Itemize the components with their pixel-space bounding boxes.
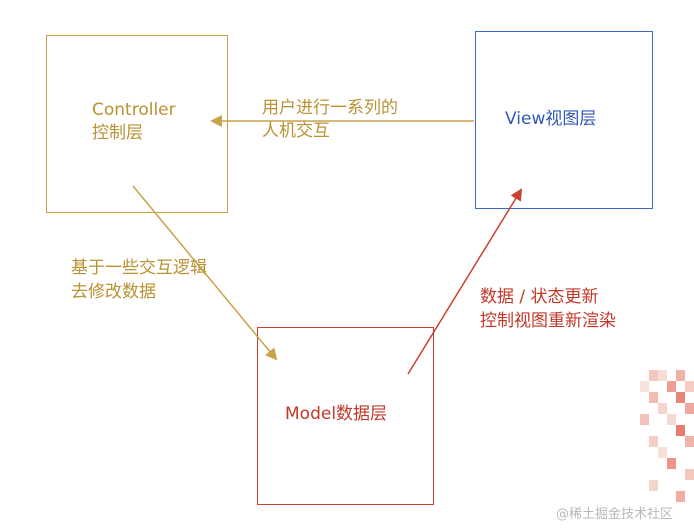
edge-label-modify-data-line2: 去修改数据 xyxy=(71,282,156,302)
mosaic-tile xyxy=(685,469,694,480)
edge-label-state-update-line2: 控制视图重新渲染 xyxy=(480,311,616,331)
mosaic-tile xyxy=(658,403,667,414)
model-title: Model数据层 xyxy=(285,404,388,424)
model-box xyxy=(257,327,434,505)
mosaic-tile xyxy=(685,403,694,414)
mosaic-tile xyxy=(649,370,658,381)
mosaic-tile xyxy=(676,392,685,403)
watermark: @稀土掘金技术社区 xyxy=(556,507,674,522)
mosaic-tile xyxy=(667,458,676,469)
mosaic-tile xyxy=(640,414,649,425)
mosaic-tile xyxy=(676,370,685,381)
mosaic-tile xyxy=(658,447,667,458)
view-title: View视图层 xyxy=(505,109,597,129)
mosaic-tile xyxy=(676,425,685,436)
mosaic-tile xyxy=(649,436,658,447)
mosaic-tile xyxy=(649,480,658,491)
mosaic-tile xyxy=(676,491,685,502)
mosaic-tile xyxy=(658,370,667,381)
mosaic-tile xyxy=(649,392,658,403)
edge-label-state-update-line1: 数据 / 状态更新 xyxy=(480,287,599,307)
mosaic-tile xyxy=(685,436,694,447)
arrow-controller-to-model xyxy=(132,185,278,361)
controller-title: Controller xyxy=(92,100,176,120)
mosaic-tile xyxy=(667,381,676,392)
mosaic-tile xyxy=(685,381,694,392)
mosaic-tile xyxy=(640,381,649,392)
controller-subtitle: 控制层 xyxy=(92,123,143,143)
arrow-model-to-view xyxy=(407,188,523,375)
mosaic-tile xyxy=(667,414,676,425)
edge-label-user-interaction-line1: 用户进行一系列的 xyxy=(262,98,398,118)
edge-label-user-interaction-line2: 人机交互 xyxy=(262,121,330,141)
edge-label-modify-data-line1: 基于一些交互逻辑 xyxy=(71,258,207,278)
controller-box xyxy=(46,35,228,213)
pixelated-mosaic xyxy=(640,370,694,502)
view-box xyxy=(475,31,653,209)
